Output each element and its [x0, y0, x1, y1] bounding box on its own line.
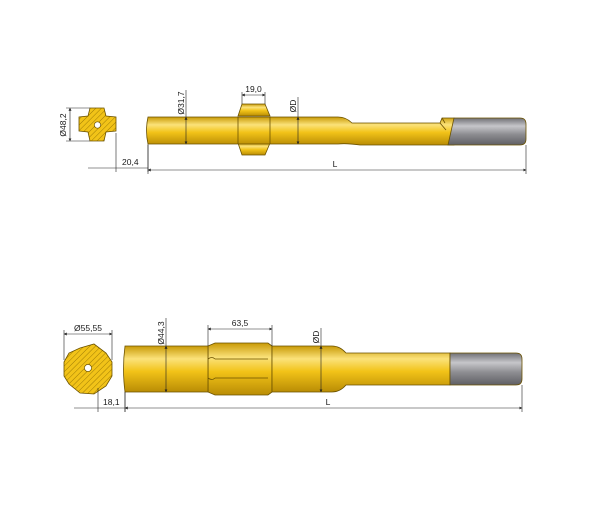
shank-1-body-diameter-label: Ø31,7	[176, 91, 186, 114]
shank-1-section-diameter-label: Ø48,2	[58, 113, 68, 136]
shank-1-spline-length-label: 19,0	[245, 84, 262, 94]
shank-2-cross-section	[63, 343, 113, 395]
shank-1-body-diameter-dimension: Ø31,7	[176, 90, 188, 145]
shank-2-spline-length-label: 63,5	[232, 318, 249, 328]
shank-2-offset-label: 18,1	[103, 397, 120, 407]
shank-1: Ø48,2 20,4 Ø31,	[58, 84, 527, 174]
shank-2-section-diameter-label: Ø55,55	[74, 323, 102, 333]
shank-1-section-diameter-dimension: Ø48,2	[58, 107, 90, 142]
shank-1-cross-section	[78, 107, 117, 142]
shank-1-diameter-d-dimension: ØD	[288, 97, 300, 145]
shank-1-spline-length-dimension: 19,0	[241, 84, 266, 104]
shank-2-diameter-d-dimension: ØD	[311, 328, 323, 393]
shank-2-body-diameter-label: Ø44,3	[156, 321, 166, 344]
shank-2-section-diameter-dimension: Ø55,55	[63, 323, 113, 360]
shank-2-body-diameter-dimension: Ø44,3	[156, 318, 168, 393]
shank-2-length-label: L	[326, 397, 331, 407]
shank-1-length-dimension: L	[147, 145, 527, 174]
shank-2-diameter-d-label: ØD	[311, 331, 321, 344]
shank-1-diameter-d-label: ØD	[288, 100, 298, 113]
shank-2-spline-length-dimension: 63,5	[207, 318, 273, 346]
shank-2-length-dimension: L	[124, 385, 523, 412]
shank-1-side-view	[146, 103, 527, 156]
shank-2: Ø55,55 18,1 Ø44,3	[63, 318, 523, 412]
shank-2-side-view	[123, 342, 523, 396]
shank-1-length-label: L	[333, 159, 338, 169]
shank-1-offset-label: 20,4	[122, 157, 139, 167]
